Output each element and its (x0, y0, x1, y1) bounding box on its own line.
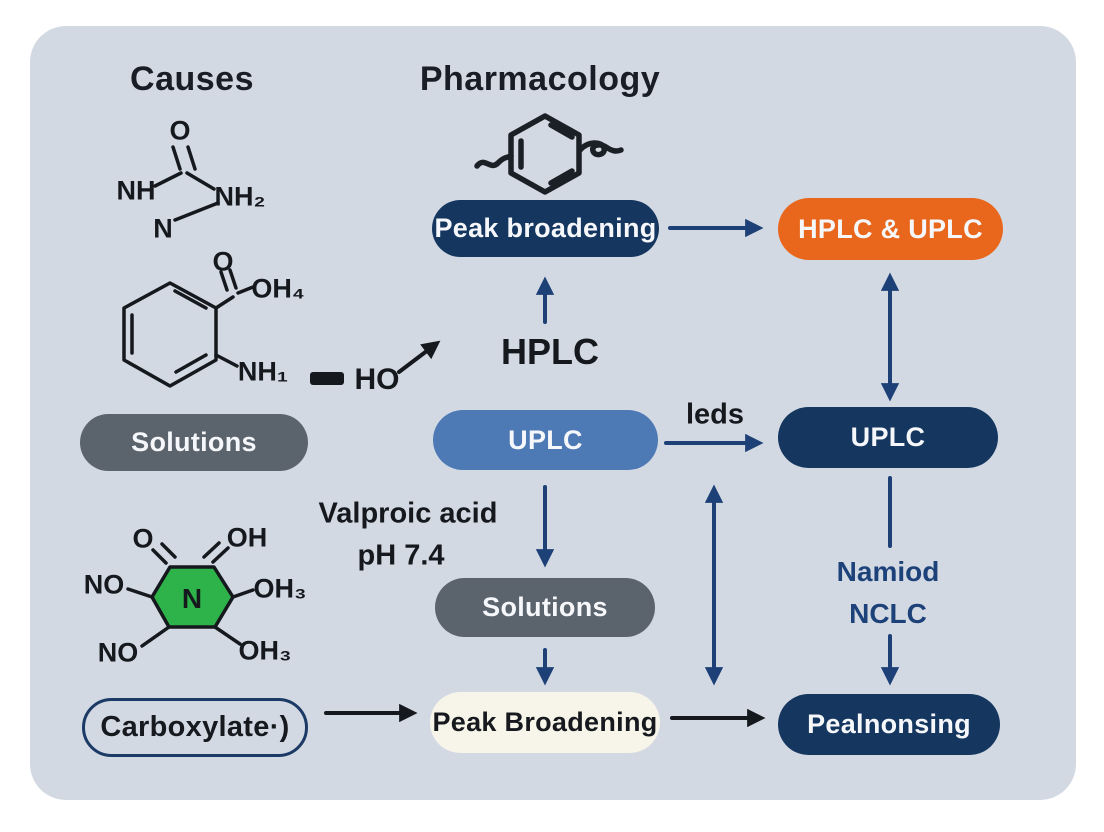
peak-broadening-bottom-node: Peak Broadening (430, 692, 660, 753)
double-bond-inner (173, 289, 208, 310)
bond (211, 546, 230, 564)
bond (213, 625, 242, 646)
uplc-source-node: UPLC (433, 410, 658, 470)
atom-label-nh: NH (116, 175, 156, 206)
peak-broadening-top-node: Peak broadening (432, 200, 659, 257)
leds-label: leds (685, 398, 745, 431)
carboxylate-node: Carboxylate·) (82, 698, 308, 757)
bond (171, 145, 182, 171)
uplc-target-node: UPLC (778, 407, 998, 468)
atom-label-oh4: OH₄ (251, 273, 305, 304)
bond (126, 587, 154, 599)
bond (219, 270, 229, 292)
bond (185, 171, 216, 191)
bond (160, 542, 177, 559)
bond (151, 548, 168, 565)
bond (214, 295, 235, 310)
atom-label-ring-n: N (181, 583, 203, 614)
bond (228, 268, 238, 290)
namiod-label: Namiod (836, 556, 940, 587)
atom-label-o: O (132, 523, 154, 554)
benzene-icon (474, 113, 624, 195)
benzene-ring (122, 281, 218, 388)
valproic-acid-label: Valproic acid (318, 497, 498, 530)
benzene-icon-bond (548, 122, 575, 140)
solutions-mid-node: Solutions (435, 578, 655, 637)
semicarbazide-structure (153, 145, 220, 222)
bond (153, 171, 183, 188)
bond (173, 201, 220, 222)
navy-connectors (535, 218, 900, 686)
bond (231, 588, 255, 599)
nclc-label: NCLC (849, 598, 927, 629)
ho-label: HO (354, 363, 400, 396)
hplc-and-uplc-node: HPLC & UPLC (778, 198, 1003, 260)
pealnonsing-node: Pealnonsing (778, 694, 1000, 755)
atom-label-nh1: NH₁ (237, 356, 289, 387)
pharmacology-heading: Pharmacology (419, 60, 661, 98)
black-connectors (310, 340, 766, 728)
atom-label-no: NO (97, 637, 139, 668)
bond (140, 625, 171, 648)
bond (236, 285, 255, 295)
benzene-icon-bond (548, 168, 575, 186)
atom-label-n: N (153, 213, 173, 244)
benzene-icon-squiggle-right (577, 140, 624, 158)
solutions-left-node: Solutions (80, 414, 308, 471)
atom-label-o: O (212, 246, 234, 277)
ph-label: pH 7.4 (357, 539, 445, 572)
benzene-icon-ring (508, 113, 582, 195)
bond (214, 353, 239, 368)
hplc-label: HPLC (501, 331, 599, 372)
green-ring-structure (126, 541, 255, 648)
anthranilic-structure (122, 268, 255, 388)
atom-label-nh2: NH₂ (214, 181, 266, 212)
arrow-ho-to-hplc (397, 340, 441, 374)
atom-label-oh3: OH₃ (253, 573, 307, 604)
atom-label-no: NO (83, 569, 125, 600)
dash-glyph (310, 372, 344, 385)
bond (202, 541, 221, 559)
causes-heading: Causes (130, 60, 254, 98)
bond (186, 145, 197, 171)
atom-label-oh: OH (226, 522, 268, 553)
double-bond-inner (174, 353, 208, 374)
atom-label-oh3: OH₃ (238, 635, 292, 666)
benzene-icon-squiggle-left (474, 153, 514, 169)
atom-label-o: O (169, 115, 191, 146)
